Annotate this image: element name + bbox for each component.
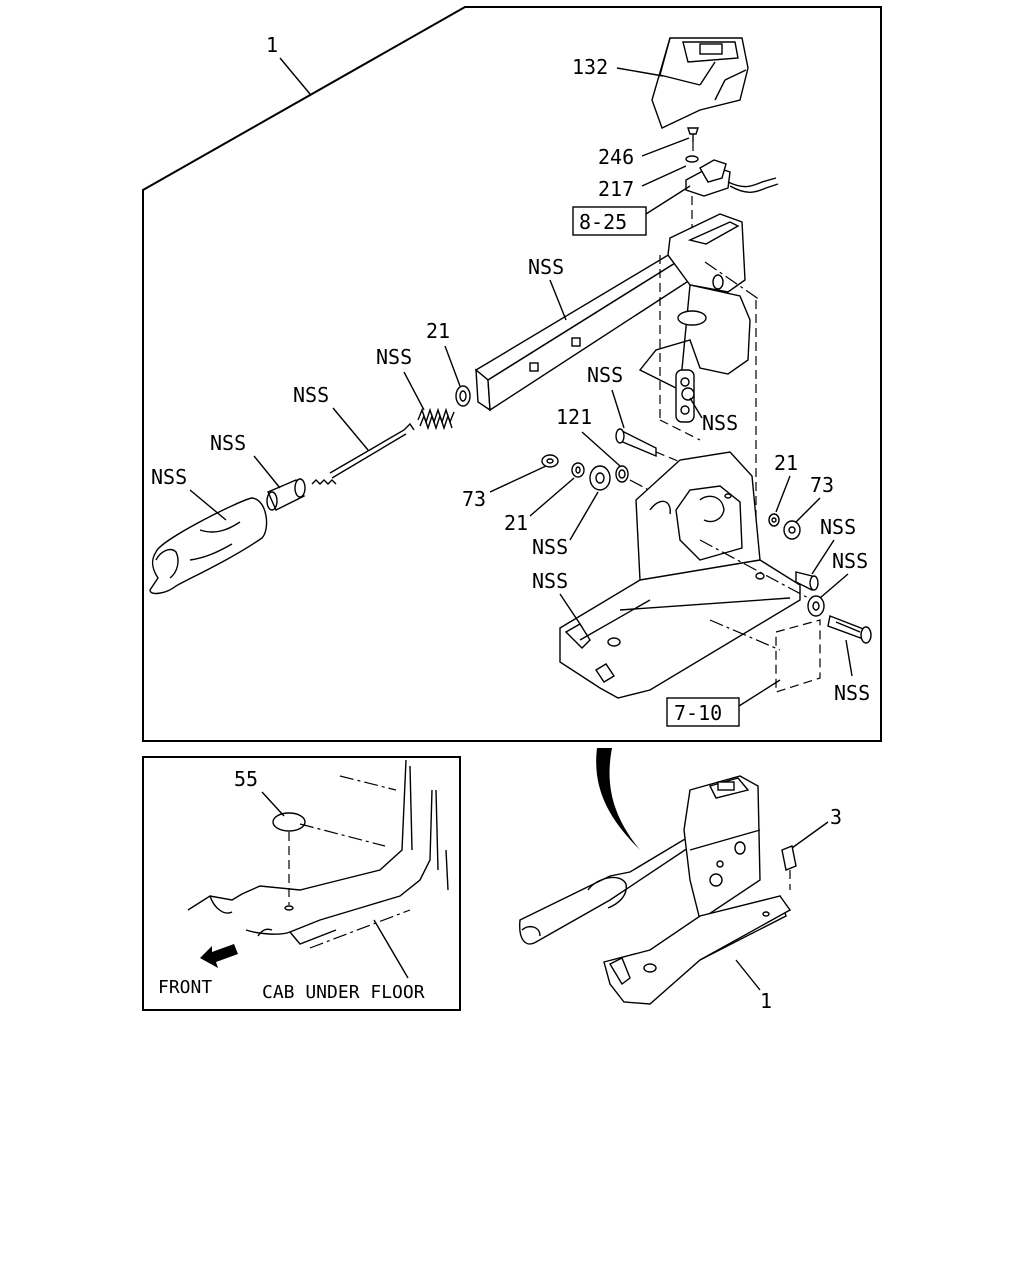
sleeve [266, 478, 306, 511]
inset-frame [142, 756, 461, 1011]
front-arrow-icon [200, 944, 238, 968]
ref-box-8-25 [572, 206, 647, 236]
washer-21-left [455, 385, 471, 407]
callout-bolt-right: NSS [834, 681, 870, 705]
ref-8-25-label: 8-25 [579, 210, 627, 234]
callout-246: 246 [598, 145, 634, 169]
callout-pin-upper: NSS [587, 363, 623, 387]
curved-arrow [596, 748, 640, 850]
callout-1-assembled: 1 [760, 989, 772, 1013]
callout-73-right: 73 [810, 473, 834, 497]
washer-right [807, 595, 825, 617]
callout-washer-right: NSS [832, 549, 868, 573]
callout-21-right: 21 [774, 451, 798, 475]
pin-right [795, 571, 819, 591]
screw-246 [687, 127, 699, 154]
plate [675, 369, 695, 423]
callout-grip: NSS [151, 465, 187, 489]
washer-121 [615, 465, 629, 483]
callout-sleeve: NSS [210, 431, 246, 455]
callout-132: 132 [572, 55, 608, 79]
callout-3: 3 [830, 805, 842, 829]
callout-21-lower: 21 [504, 511, 528, 535]
bolt-right [827, 615, 872, 644]
callout-55: 55 [234, 767, 258, 791]
main-frame [142, 6, 882, 742]
callout-pin-right: NSS [820, 515, 856, 539]
ref-7-10-label: 7-10 [674, 701, 722, 725]
callout-21-left: 21 [426, 319, 450, 343]
callout-73-left: 73 [462, 487, 486, 511]
callout-spring: NSS [376, 345, 412, 369]
washer-21-lower [571, 462, 585, 478]
cover-132 [651, 37, 749, 129]
ref-panel-7-10 [775, 619, 821, 693]
callout-121: 121 [556, 405, 592, 429]
ref-box-7-10 [666, 697, 740, 727]
callout-washer-nss-lower: NSS [532, 535, 568, 559]
washer-73-right [783, 520, 801, 540]
switch-217 [685, 155, 779, 236]
grip [149, 497, 268, 595]
front-label: FRONT [158, 977, 212, 998]
rod [311, 422, 415, 485]
callout-lever-bar: NSS [528, 255, 564, 279]
bracket [559, 451, 813, 699]
washer-nss-lower [589, 465, 611, 491]
callout-plate: NSS [702, 411, 738, 435]
callout-bracket: NSS [532, 569, 568, 593]
callout-rod: NSS [293, 383, 329, 407]
lever-bar [474, 213, 751, 412]
cab-floor-drawing [187, 759, 449, 949]
spring [417, 407, 455, 431]
assembled-view [519, 775, 797, 1005]
callout-1-assembly: 1 [266, 33, 278, 57]
callout-217: 217 [598, 177, 634, 201]
washer-21-right [768, 513, 780, 527]
cab-under-floor-label: CAB UNDER FLOOR [262, 982, 425, 1003]
washer-73-left [541, 454, 559, 468]
